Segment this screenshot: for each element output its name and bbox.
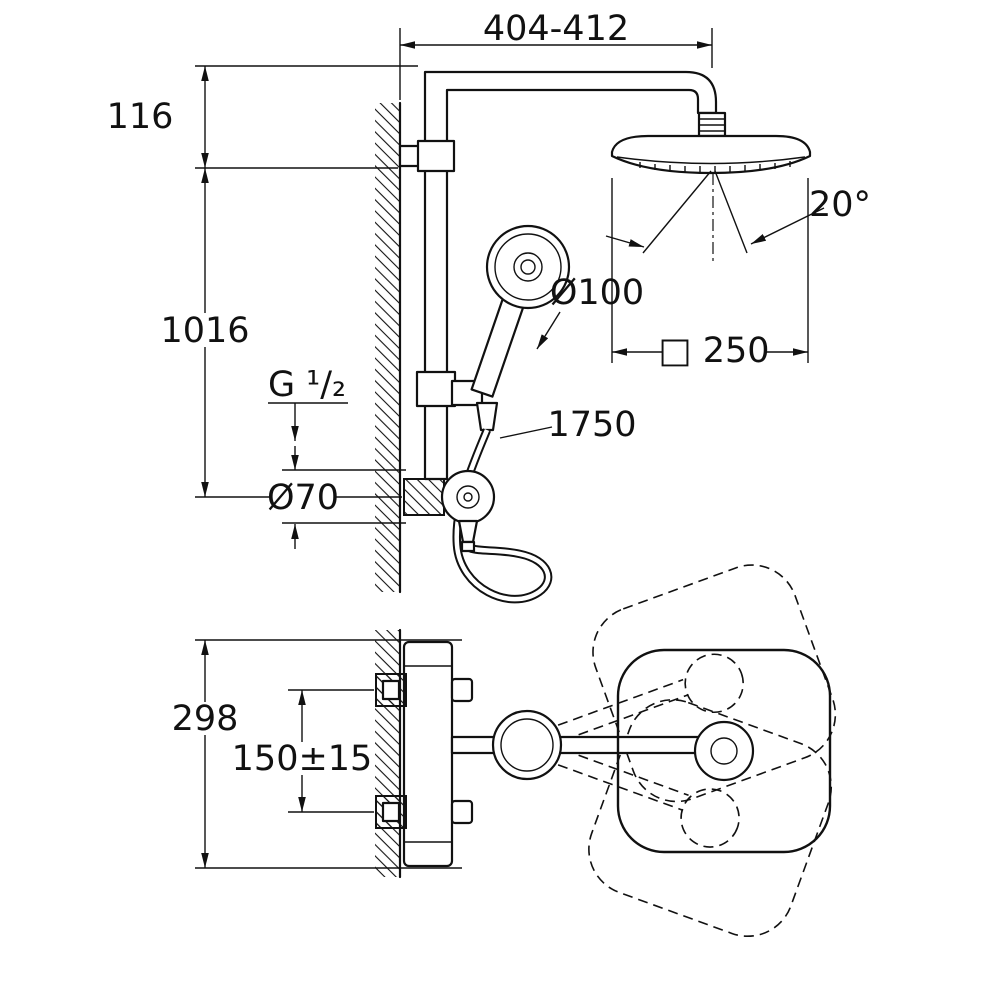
- dimension-angle: 20°: [605, 185, 871, 248]
- head-shower-plan: [616, 648, 832, 854]
- dimension-298: 298: [172, 639, 462, 869]
- thermostat-side: [403, 469, 496, 553]
- wall-section-plan: [375, 628, 402, 879]
- wall-section-side: [375, 101, 402, 594]
- dim-width-range-label: 404-412: [483, 9, 629, 49]
- hand-shower-handle: [470, 298, 525, 398]
- swivel-joint: [491, 709, 563, 781]
- shower-arm-plan: [450, 735, 702, 755]
- dimension-404-412: 404-412: [399, 9, 713, 100]
- dimension-150: 150±15: [232, 689, 374, 813]
- dimension-1750: 1750: [499, 405, 637, 445]
- ball-joint: [697, 111, 727, 138]
- dim-298-label: 298: [172, 699, 239, 739]
- dimension-d100: Ø100: [536, 273, 644, 350]
- dimension-thread: G ¹/₂: [268, 365, 348, 441]
- hose-cone-fitting: [475, 401, 499, 432]
- plan-view: 298 150±15: [172, 564, 837, 938]
- shower-pipe: [423, 70, 718, 481]
- valve-cap-lower: [450, 799, 474, 825]
- valve-cap-upper: [450, 677, 474, 703]
- head-shower-side: [610, 134, 812, 175]
- union-upper: [375, 673, 407, 707]
- dim-1016-label: 1016: [160, 311, 249, 351]
- dim-d100-label: Ø100: [550, 273, 644, 313]
- dimension-d70: Ø70: [267, 446, 406, 549]
- hose-outlet: [457, 519, 479, 544]
- thread-label: G ¹/₂: [268, 365, 346, 405]
- union-nut: [403, 478, 445, 516]
- dimension-sq250: □ 250: [611, 178, 809, 371]
- swivel-position-down: [557, 699, 833, 938]
- dimension-116: 116: [107, 65, 418, 169]
- dim-1750-label: 1750: [547, 405, 636, 445]
- dim-d70-label: Ø70: [267, 478, 339, 518]
- swivel-position-up: [557, 564, 837, 803]
- hand-shower: [470, 224, 571, 432]
- dim-116-label: 116: [107, 97, 174, 137]
- dim-angle-label: 20°: [809, 185, 871, 225]
- dim-150-label: 150±15: [232, 739, 373, 779]
- valve-body: [440, 469, 496, 525]
- hand-shower-head: [485, 224, 571, 310]
- side-view: 404-412 116 1016 G ¹/₂: [107, 9, 871, 604]
- nozzle-ticks: [639, 161, 791, 172]
- wall-bracket: [398, 139, 456, 173]
- dimension-1016: 1016: [160, 168, 402, 498]
- spray-angle-lines: [642, 170, 748, 262]
- dim-sq250-label: □ 250: [659, 331, 770, 371]
